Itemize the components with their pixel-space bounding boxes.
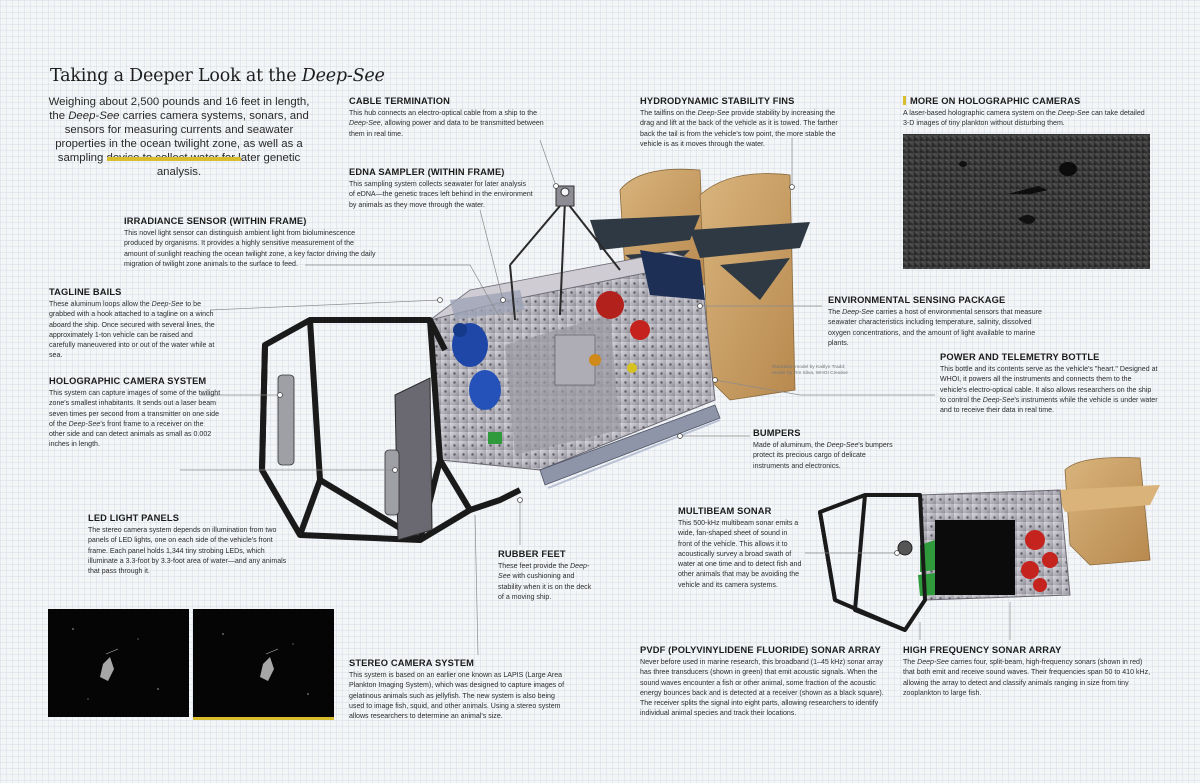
- callout-text: This sampling system collects seawater f…: [349, 181, 533, 209]
- title-prefix: Taking a Deeper Look at the: [50, 66, 302, 86]
- callout-text: This bottle and its contents serve as th…: [940, 366, 1158, 415]
- callout-text: Never before used in marine research, th…: [640, 659, 884, 718]
- callout-led-panels: LED LIGHT PANELS The stereo camera syste…: [88, 513, 288, 577]
- callout-title: MORE ON HOLOGRAPHIC CAMERAS: [903, 96, 1151, 106]
- cable-termination: [509, 185, 621, 321]
- callout-rubber-feet: RUBBER FEET These feet provide the Deep-…: [498, 549, 594, 603]
- callout-title: STEREO CAMERA SYSTEM: [349, 658, 475, 668]
- leader-lines: [180, 138, 1011, 656]
- callout-text: These feet provide the Deep-See with cus…: [498, 563, 592, 601]
- intro-italic: Deep-See: [68, 110, 120, 122]
- callout-title: HOLOGRAPHIC CAMERA SYSTEM: [49, 376, 207, 386]
- stereo-yellow-rule: [193, 717, 334, 720]
- callout-text: These aluminum loops allow the Deep-See …: [49, 301, 215, 360]
- intro-yellow-rule: [107, 157, 241, 161]
- callout-stereo-camera: STEREO CAMERA SYSTEM This system is base…: [349, 658, 571, 722]
- callout-title: ENVIRONMENTAL SENSING PACKAGE: [828, 295, 1006, 305]
- callout-text: The tailfins on the Deep-See provide sta…: [640, 110, 838, 148]
- stereo-photo-left: [48, 609, 189, 717]
- callout-title: PVDF (POLYVINYLIDENE FLUORIDE) SONAR ARR…: [640, 645, 881, 655]
- title-italic: Deep-See: [301, 66, 385, 86]
- callout-more-holographic: MORE ON HOLOGRAPHIC CAMERAS A laser-base…: [903, 96, 1151, 130]
- callout-edna-sampler: eDNA SAMPLER (WITHIN FRAME) This samplin…: [349, 167, 533, 211]
- callout-holographic-camera: HOLOGRAPHIC CAMERA SYSTEM This system ca…: [49, 376, 221, 451]
- holographic-image: [903, 134, 1150, 269]
- callout-title: CABLE TERMINATION: [349, 96, 451, 106]
- callout-title: TAGLINE BAILS: [49, 287, 122, 297]
- page-title: Taking a Deeper Look at the Deep-See: [50, 66, 385, 86]
- callout-high-frequency-sonar: HIGH FREQUENCY SONAR ARRAY The Deep-See …: [903, 645, 1151, 699]
- intro-part-1: Weighing about 2,500 pounds and 16 feet …: [48, 96, 310, 122]
- stereo-image-left: [72, 628, 159, 700]
- callout-cable-termination: CABLE TERMINATION This hub connects an e…: [349, 96, 549, 140]
- callout-text: This hub connects an electro-optical cab…: [349, 110, 544, 138]
- callout-title: POWER AND TELEMETRY BOTTLE: [940, 352, 1100, 362]
- callout-title: BUMPERS: [753, 428, 801, 438]
- callout-text: Made of aluminum, the Deep-See's bumpers…: [753, 442, 893, 470]
- callout-bumpers: BUMPERS Made of aluminum, the Deep-See's…: [753, 428, 903, 472]
- callout-title: HIGH FREQUENCY SONAR ARRAY: [903, 645, 1062, 655]
- main-chassis: [429, 250, 721, 489]
- inset-vehicle: [897, 457, 1160, 601]
- stereo-image-right: [222, 633, 309, 695]
- callout-title: IRRADIANCE SENSOR (WITHIN FRAME): [124, 216, 307, 226]
- stereo-photo-right: [193, 609, 334, 717]
- callout-stability-fins: HYDRODYNAMIC STABILITY FINS The tailfins…: [640, 96, 845, 150]
- credit-line-1: Illustration model by Kaitlyn Tradd;: [772, 365, 846, 370]
- callout-text: The Deep-See carries a host of environme…: [828, 309, 1042, 347]
- callout-pvdf-sonar: PVDF (POLYVINYLIDENE FLUORIDE) SONAR ARR…: [640, 645, 892, 720]
- callout-tagline-bails: TAGLINE BAILS These aluminum loops allow…: [49, 287, 219, 362]
- illustration-credit: Illustration model by Kaitlyn Tradd; ren…: [772, 365, 848, 377]
- callout-text: This system can capture images of some o…: [49, 390, 221, 449]
- yellow-marker: [903, 96, 906, 105]
- callout-power-telemetry: POWER AND TELEMETRY BOTTLE This bottle a…: [940, 352, 1158, 416]
- callout-environmental-sensing: ENVIRONMENTAL SENSING PACKAGE The Deep-S…: [828, 295, 1043, 349]
- leader-dots: [277, 183, 900, 556]
- callout-title: MULTIBEAM SONAR: [678, 506, 772, 516]
- credit-line-2: render by Tim Silva, WHOI Creative: [772, 371, 848, 376]
- callout-title: HYDRODYNAMIC STABILITY FINS: [640, 96, 795, 106]
- callout-text: The stereo camera system depends on illu…: [88, 527, 287, 576]
- callout-text: This novel light sensor can distinguish …: [124, 230, 376, 268]
- callout-multibeam-sonar: MULTIBEAM SONAR This 500-kHz multibeam s…: [678, 506, 802, 591]
- callout-title: eDNA SAMPLER (WITHIN FRAME): [349, 167, 505, 177]
- callout-text: This system is based on an earlier one k…: [349, 672, 565, 721]
- callout-irradiance-sensor: IRRADIANCE SENSOR (WITHIN FRAME) This no…: [124, 216, 379, 270]
- callout-title: RUBBER FEET: [498, 549, 566, 559]
- callout-title: LED LIGHT PANELS: [88, 513, 180, 523]
- callout-text: This 500-kHz multibeam sonar emits a wid…: [678, 520, 802, 589]
- front-frame-details: [277, 290, 525, 541]
- inset-frame: [818, 493, 927, 632]
- callout-text: The Deep-See carries four, split-beam, h…: [903, 659, 1151, 697]
- holographic-photo: [903, 134, 1150, 269]
- callout-text: A laser-based holographic camera system …: [903, 110, 1145, 128]
